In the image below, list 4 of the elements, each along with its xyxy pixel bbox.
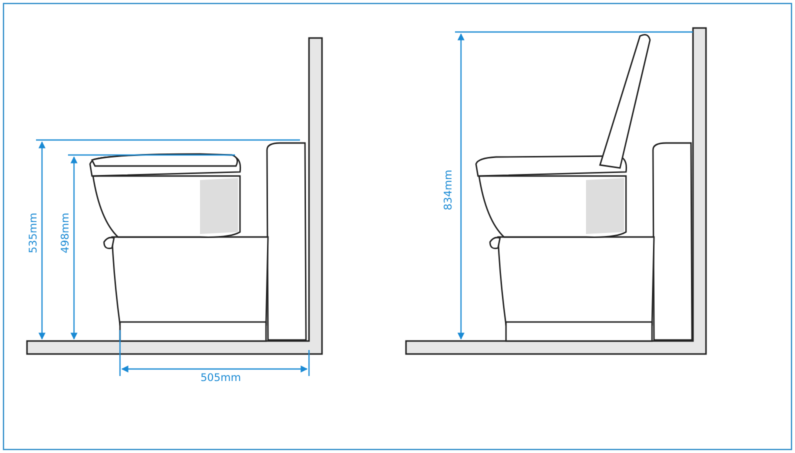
dimension-label: 498mm [58,212,71,254]
dimension-label: 505mm [200,372,241,384]
dimension-label: 834mm [442,170,454,210]
dimension-label: 535mm [26,212,39,254]
